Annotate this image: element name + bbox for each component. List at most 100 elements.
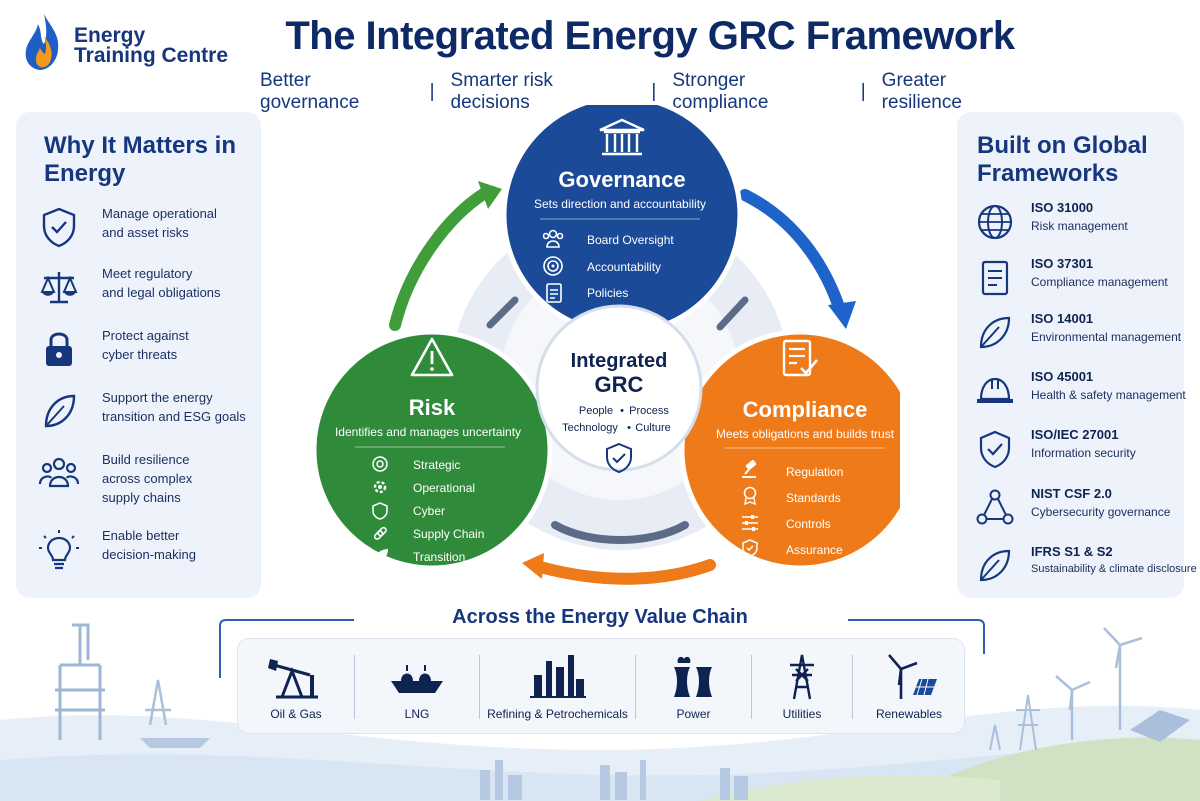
center-label: People [579, 405, 613, 417]
risk-item: Supply Chain [413, 527, 484, 541]
compliance-subtitle: Meets obligations and builds trust [716, 427, 895, 441]
risk-title: Risk [409, 395, 456, 420]
leaf-icon [44, 394, 76, 428]
connector-arc [486, 296, 519, 329]
shield-check-icon [979, 430, 1011, 469]
hardhat-icon [977, 377, 1013, 403]
framework-desc: Sustainability & climate disclosure [1031, 563, 1197, 575]
blue-arrowhead [828, 301, 856, 329]
framework-item: ISO/IEC 27001 Information security [975, 427, 1185, 475]
why-text-line: Build resilience [102, 452, 190, 467]
center-bullet: • [627, 422, 631, 434]
framework-desc: Compliance management [1031, 275, 1168, 289]
pylon-icon [989, 694, 1040, 751]
risk-item: Operational [413, 481, 475, 495]
value-chain-item: Power [636, 639, 751, 735]
shield-check-icon [606, 442, 632, 474]
tagline-separator: | [651, 81, 657, 102]
logo-line-1: Energy [74, 24, 146, 47]
tagline-item: Greater resilience [881, 70, 962, 113]
why-text-line: and asset risks [102, 225, 189, 240]
orange-arrow [534, 559, 716, 585]
tagline-item: Stronger compliance [672, 70, 769, 113]
risk-item: Strategic [413, 458, 460, 472]
why-item: Build resilience across complex supply cha… [38, 450, 258, 512]
scales-icon [40, 272, 78, 304]
network-icon [976, 489, 1014, 525]
why-text-line: Meet regulatory [102, 266, 193, 281]
tagline-separator: | [429, 81, 435, 102]
tagline: Better governance | Smarter risk decisio… [260, 70, 1030, 114]
framework-name: ISO/IEC 27001 [1031, 427, 1119, 442]
value-chain-item: Oil & Gas [238, 639, 354, 735]
why-text-line: decision-making [102, 547, 196, 562]
frameworks-panel: Built on Global Frameworks ISO 31000 Ris… [957, 112, 1197, 598]
governance-subtitle: Sets direction and accountability [534, 197, 706, 211]
link-icon [373, 526, 387, 540]
compliance-title: Compliance [743, 397, 868, 422]
flame-logo-icon [25, 14, 59, 70]
rig-icon [145, 679, 171, 726]
governance-item: Board Oversight [587, 233, 674, 247]
why-text-line: Support the energy [102, 390, 213, 405]
value-chain-item: Utilities [752, 639, 852, 735]
center-bullet: • [620, 405, 624, 417]
risk-item: Transition [413, 550, 465, 564]
warning-icon [410, 337, 454, 377]
blue-arrow [739, 189, 846, 316]
why-text-line: across complex [102, 471, 193, 486]
value-chain-box: Oil & Gas LNG Refining & Petrochemicals … [237, 638, 965, 734]
governance-title: Governance [558, 167, 685, 192]
grc-diagram: Governance Sets direction and accountabi… [311, 105, 900, 585]
target-icon [372, 456, 388, 472]
value-chain-label: Utilities [782, 707, 822, 721]
people-icon [38, 457, 80, 488]
divider [635, 655, 636, 719]
divider [354, 655, 355, 719]
why-text-line: Protect against [102, 328, 189, 343]
framework-name: NIST CSF 2.0 [1031, 486, 1112, 501]
framework-name: ISO 45001 [1031, 369, 1094, 384]
shield-icon [372, 502, 388, 520]
value-chain-heading: Across the Energy Value Chain [452, 606, 748, 628]
framework-item: ISO 37301 Compliance management [975, 256, 1185, 304]
why-text-line: Manage operational [102, 206, 217, 221]
value-chain-item: Renewables [853, 639, 965, 735]
leaf-icon [979, 549, 1011, 582]
oil-rig-icon [55, 623, 105, 740]
governance-item: Accountability [587, 260, 661, 274]
value-chain-label: Renewables [875, 707, 943, 721]
document-icon [546, 283, 562, 303]
people-icon [542, 229, 564, 248]
why-text-line: and legal obligations [102, 285, 221, 300]
governance-circle: Governance Sets direction and accountabi… [501, 105, 743, 336]
green-arrowhead [478, 181, 502, 209]
gear-icon [373, 480, 387, 494]
framework-name: ISO 37301 [1031, 256, 1094, 271]
center-label: Technology [562, 422, 618, 434]
risk-subtitle: Identifies and manages uncertainty [335, 425, 521, 439]
padlock-icon [46, 332, 72, 366]
divider [852, 655, 853, 719]
value-chain-item: LNG [355, 639, 479, 735]
compliance-circle: Compliance Meets obligations and builds … [679, 329, 900, 571]
why-text-line: supply chains [102, 490, 181, 505]
shield-check-icon [42, 207, 76, 248]
leaf-icon [979, 316, 1011, 349]
why-item: Meet regulatory and legal obligations [38, 264, 258, 314]
framework-item: IFRS S1 & S2 Sustainability & climate di… [975, 544, 1197, 592]
framework-name: IFRS S1 & S2 [1031, 544, 1113, 559]
compliance-item: Assurance [786, 543, 843, 557]
globe-icon [977, 204, 1013, 240]
connector-arc [716, 296, 749, 331]
tagline-item: Smarter risk decisions [450, 70, 553, 113]
center-title-line1: Integrated [571, 350, 668, 372]
lightbulb-icon [39, 530, 79, 570]
wind-turbine-icon [1055, 627, 1143, 740]
target-icon [543, 256, 563, 276]
logo-line-2: Training Centre [74, 44, 229, 67]
shield-check-icon [742, 539, 758, 557]
framework-item: ISO 45001 Health & safety management [975, 369, 1186, 417]
